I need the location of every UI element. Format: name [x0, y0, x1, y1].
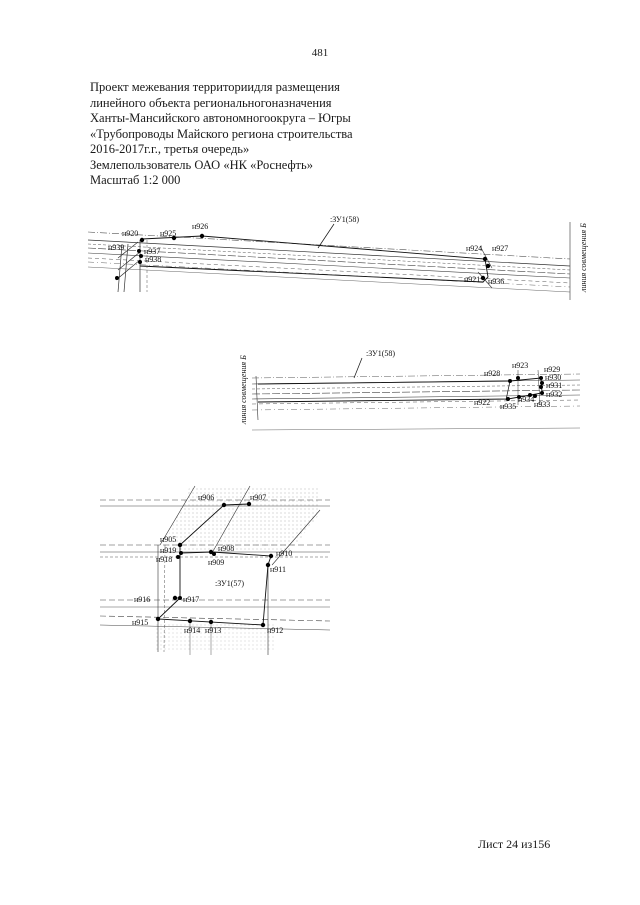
sheet-number: Лист 24 из156 — [478, 837, 551, 851]
point-label: н935 — [500, 402, 516, 411]
point-label: н939 — [108, 243, 124, 252]
header-line: «Трубопроводы Майского региона строитель… — [90, 126, 353, 141]
header-line: Ханты-Мансийского автономногоокруга – Юг… — [90, 111, 351, 125]
header-line: 2016-2017г.г., третья очередь» — [90, 142, 250, 156]
shift-line-label: линия совмещения Б — [239, 355, 248, 425]
header-line: линейного объекта региональногоназначени… — [90, 95, 332, 110]
shift-line-label: линия совмещения Б — [579, 223, 588, 293]
point-label: н938 — [145, 255, 161, 264]
point-label: н907 — [250, 493, 266, 502]
page-number: 481 — [311, 47, 329, 59]
point-label: н930 — [545, 373, 561, 382]
fragment-1: н920 н925 н926 н939 н937 н938 н924 н927 … — [87, 215, 588, 300]
point-label: н931 — [546, 381, 562, 390]
point-label: н908 — [218, 544, 234, 553]
point-label: н927 — [492, 244, 508, 253]
scale-label: Масштаб 1:2 000 — [90, 173, 181, 187]
header-line: Землепользователь ОАО «НК «Роснефть» — [90, 157, 313, 172]
point-label: н910 — [276, 549, 292, 558]
point-label: н913 — [205, 626, 221, 635]
point-label: н919 — [160, 546, 176, 555]
point-label: н923 — [512, 361, 528, 370]
parcel-label: :ЗУ1(57) — [215, 579, 244, 588]
point-label: н934 — [518, 395, 534, 404]
point-label: н915 — [132, 618, 148, 627]
point-label: н922 — [474, 398, 490, 407]
point-label: н918 — [156, 555, 172, 564]
fragment-2: н923 н928 н929 н930 н931 н932 н922 н935 … — [239, 349, 581, 431]
point-label: н928 — [484, 369, 500, 378]
fragment-3: н906 н907 н905 н919 н918 н908 н909 н910 … — [99, 485, 331, 655]
point-label: н914 — [184, 626, 200, 635]
point-label: н905 — [160, 535, 176, 544]
point-label: н920 — [122, 229, 138, 238]
parcel-label: :ЗУ1(58) — [366, 349, 395, 358]
point-label: н926 — [192, 222, 208, 231]
point-label: н933 — [534, 400, 550, 409]
point-label: н929 — [544, 365, 560, 374]
point-label: н906 — [198, 493, 214, 502]
parcel-label: :ЗУ1(58) — [330, 215, 359, 224]
point-label: н917 — [183, 595, 199, 604]
document-header: Проект межевания территориидля размещени… — [90, 80, 450, 189]
point-label: н921 — [464, 275, 480, 284]
point-label: н937 — [144, 247, 160, 256]
point-label: н916 — [134, 595, 150, 604]
point-label: н924 — [466, 244, 482, 253]
point-label: н925 — [160, 229, 176, 238]
point-label: н932 — [546, 390, 562, 399]
point-label: н912 — [267, 626, 283, 635]
header-line: Проект межевания территориидля размещени… — [90, 80, 340, 94]
point-label: н909 — [208, 558, 224, 567]
point-label: н936 — [488, 277, 504, 286]
point-label: н911 — [270, 565, 286, 574]
